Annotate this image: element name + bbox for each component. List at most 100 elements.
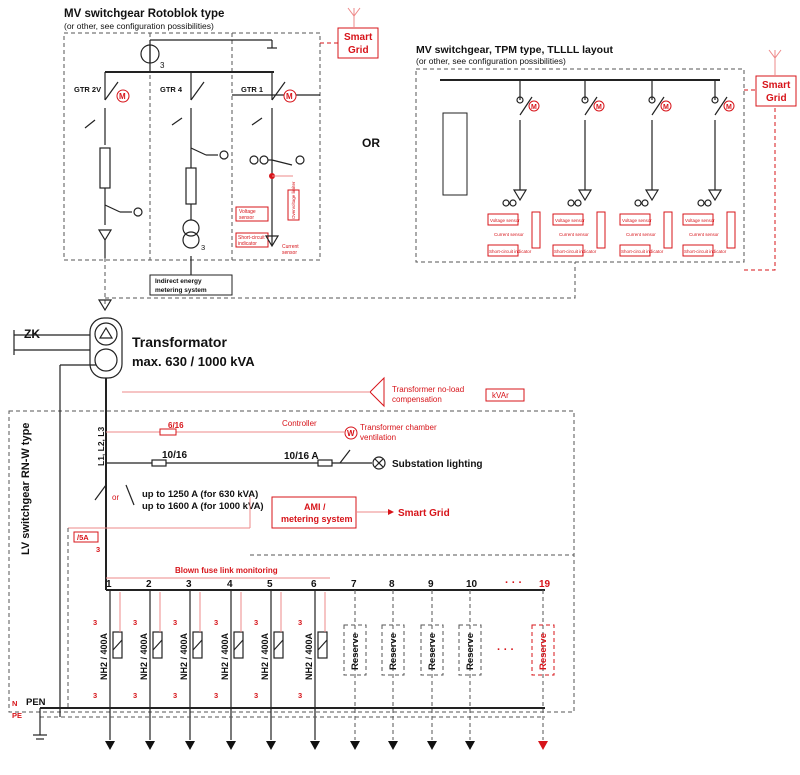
cable-outlet-icon [465,741,475,750]
mv-tpm-section: MV switchgear, TPM type, TLLLL layout (o… [415,44,745,263]
mv-tpm-subtitle: (or other, see configuration possibiliti… [416,56,566,66]
svg-text:3: 3 [201,243,205,252]
cable-terminal-icon [512,189,528,202]
cable-outlet-icon [266,741,276,750]
motor-icon [593,100,605,112]
svg-text:Short-circuit: Short-circuit [238,235,265,241]
svg-text:metering system: metering system [155,287,207,294]
transformer-secondary-icon [94,348,118,372]
bay-gtr-2v: GTR 2V [74,85,101,94]
svg-text:N: N [12,699,17,708]
cable-outlet-icon [105,741,115,750]
svg-text:Transformer no-load: Transformer no-load [392,385,464,394]
reserve-slot [381,624,405,676]
motor-icon [528,100,540,112]
disconnector-icon [711,96,719,104]
svg-text:Reserve: Reserve [427,633,438,670]
substation-lighting-label: Substation lighting [392,459,483,470]
feeder-number: 10 [466,579,478,590]
indicator-lamp-icon [697,199,705,207]
svg-text:Current sensor: Current sensor [494,232,524,237]
or-label: OR [362,136,380,150]
fuse-rating: NH2 / 400A [99,632,109,680]
reserve-slot [343,624,367,676]
switch-disconnector-icon [519,96,533,116]
more-reserve-dots: · · · [497,644,514,656]
svg-text:Overvoltage limiter: Overvoltage limiter [291,181,296,219]
svg-text:10/16: 10/16 [162,450,187,461]
svg-text:Current: Current [282,244,299,250]
svg-text:3: 3 [214,618,218,627]
motor-icon [116,89,130,103]
fuse-rating: NH2 / 400A [220,632,230,680]
svg-text:Short-circuit indicator: Short-circuit indicator [621,249,664,254]
fuse-rating: NH2 / 400A [304,632,314,680]
svg-text:L1, L2, L3: L1, L2, L3 [96,427,106,466]
smart-grid-lv: Smart Grid [398,508,450,519]
svg-text:Transformer chamber: Transformer chamber [360,423,437,432]
svg-text:Reserve: Reserve [538,633,549,670]
bay-gtr-1: GTR 1 [241,85,263,94]
overvoltage-limiter [596,211,606,249]
fuse-rating: NH2 / 400A [139,632,149,680]
svg-text:Smart: Smart [344,32,373,43]
feeder-number: 6 [311,579,317,590]
cable-outlet-icon [310,741,320,750]
svg-text:M: M [663,104,669,111]
zk-label: ZK [24,327,40,341]
feeder-number: 7 [351,579,357,590]
svg-text:or: or [112,493,119,502]
motor-icon [283,89,297,103]
svg-text:3: 3 [93,691,97,700]
feeder-number: 9 [428,579,434,590]
ct-box [73,531,99,543]
svg-text:Short-circuit indicator: Short-circuit indicator [684,249,727,254]
svg-text:M: M [596,104,602,111]
motor-icon [723,100,735,112]
lv-frame [8,410,575,713]
voltage-sensor-box [682,213,714,226]
disconnector-icon [516,96,524,104]
svg-text:Voltage sensor: Voltage sensor [555,218,585,223]
motor-icon [660,100,672,112]
lv-section: LV switchgear RN-W type L1, L2, L3 6/16 … [8,364,575,750]
voltage-transformer-icon [182,219,200,237]
ami-metering-box [271,496,357,529]
smart-grid-top-box [337,27,379,59]
svg-text:3: 3 [214,691,218,700]
reserve-slot [420,624,444,676]
cable-outlet-icon [427,741,437,750]
svg-text:Reserve: Reserve [388,633,399,670]
disconnector-icon [581,96,589,104]
switch-disconnector-icon [584,96,598,116]
feeder-number: 2 [146,579,152,590]
cable-outlet-icon [185,741,195,750]
switch-disconnector-icon [651,96,665,116]
transformer-rating: max. 630 / 1000 kVA [132,354,255,369]
svg-text:Indirect energy: Indirect energy [155,278,202,285]
fuse-rating: NH2 / 400A [260,632,270,680]
svg-text:compensation: compensation [392,395,442,404]
svg-text:Current sensor: Current sensor [559,232,589,237]
cable-terminal-icon [97,229,113,242]
feeder-number: 1 [106,579,112,590]
svg-text:ventilation: ventilation [360,433,396,442]
svg-text:Controller: Controller [282,419,317,428]
switch-disconnector-icon [104,81,119,101]
svg-text:PE: PE [12,711,22,720]
mv-rotoblok-subtitle: (or other, see configuration possibiliti… [64,21,214,31]
svg-text:M: M [726,104,732,111]
svg-text:M: M [119,92,126,101]
svg-text:Current sensor: Current sensor [626,232,656,237]
svg-text:3: 3 [133,691,137,700]
cable-outlet-icon [350,741,360,750]
